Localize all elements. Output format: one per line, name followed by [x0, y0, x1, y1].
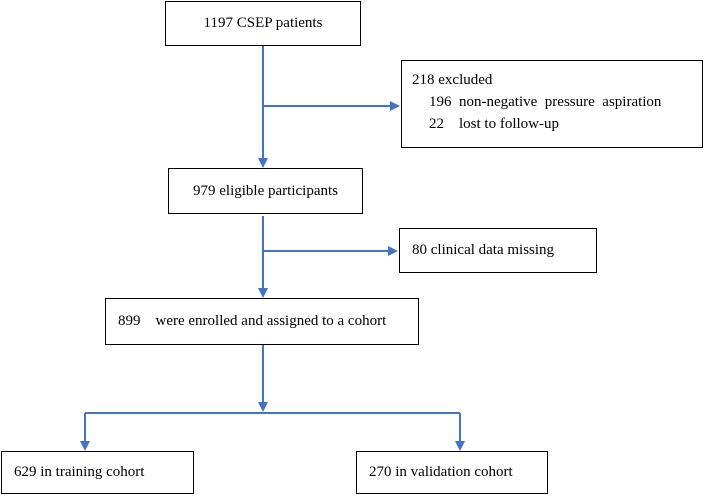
- validation-box: 270 in validation cohort: [356, 451, 548, 494]
- exclusion2-label: 80 clinical data missing: [412, 242, 555, 258]
- validation-label: 270 in validation cohort: [369, 464, 513, 480]
- exclusion2-box: 80 clinical data missing: [399, 228, 597, 273]
- exclusion1-item: 196 non-negative pressure aspiration: [429, 94, 662, 110]
- exclusion1-item: 22 lost to follow-up: [429, 116, 559, 132]
- exclusion1-box: 218 excluded 196 non-negative pressure a…: [401, 60, 703, 148]
- enrolled-box: 899 were enrolled and assigned to a coho…: [105, 298, 419, 345]
- eligible-label: 979 eligible participants: [193, 182, 338, 199]
- eligible-box: 979 eligible participants: [168, 168, 363, 214]
- start-box: 1197 CSEP patients: [165, 1, 361, 46]
- exclusion1-header: 218 excluded: [412, 72, 493, 88]
- training-label: 629 in training cohort: [14, 464, 145, 480]
- enrolled-label: 899 were enrolled and assigned to a coho…: [118, 313, 387, 329]
- start-label: 1197 CSEP patients: [203, 15, 323, 31]
- training-box: 629 in training cohort: [1, 451, 194, 494]
